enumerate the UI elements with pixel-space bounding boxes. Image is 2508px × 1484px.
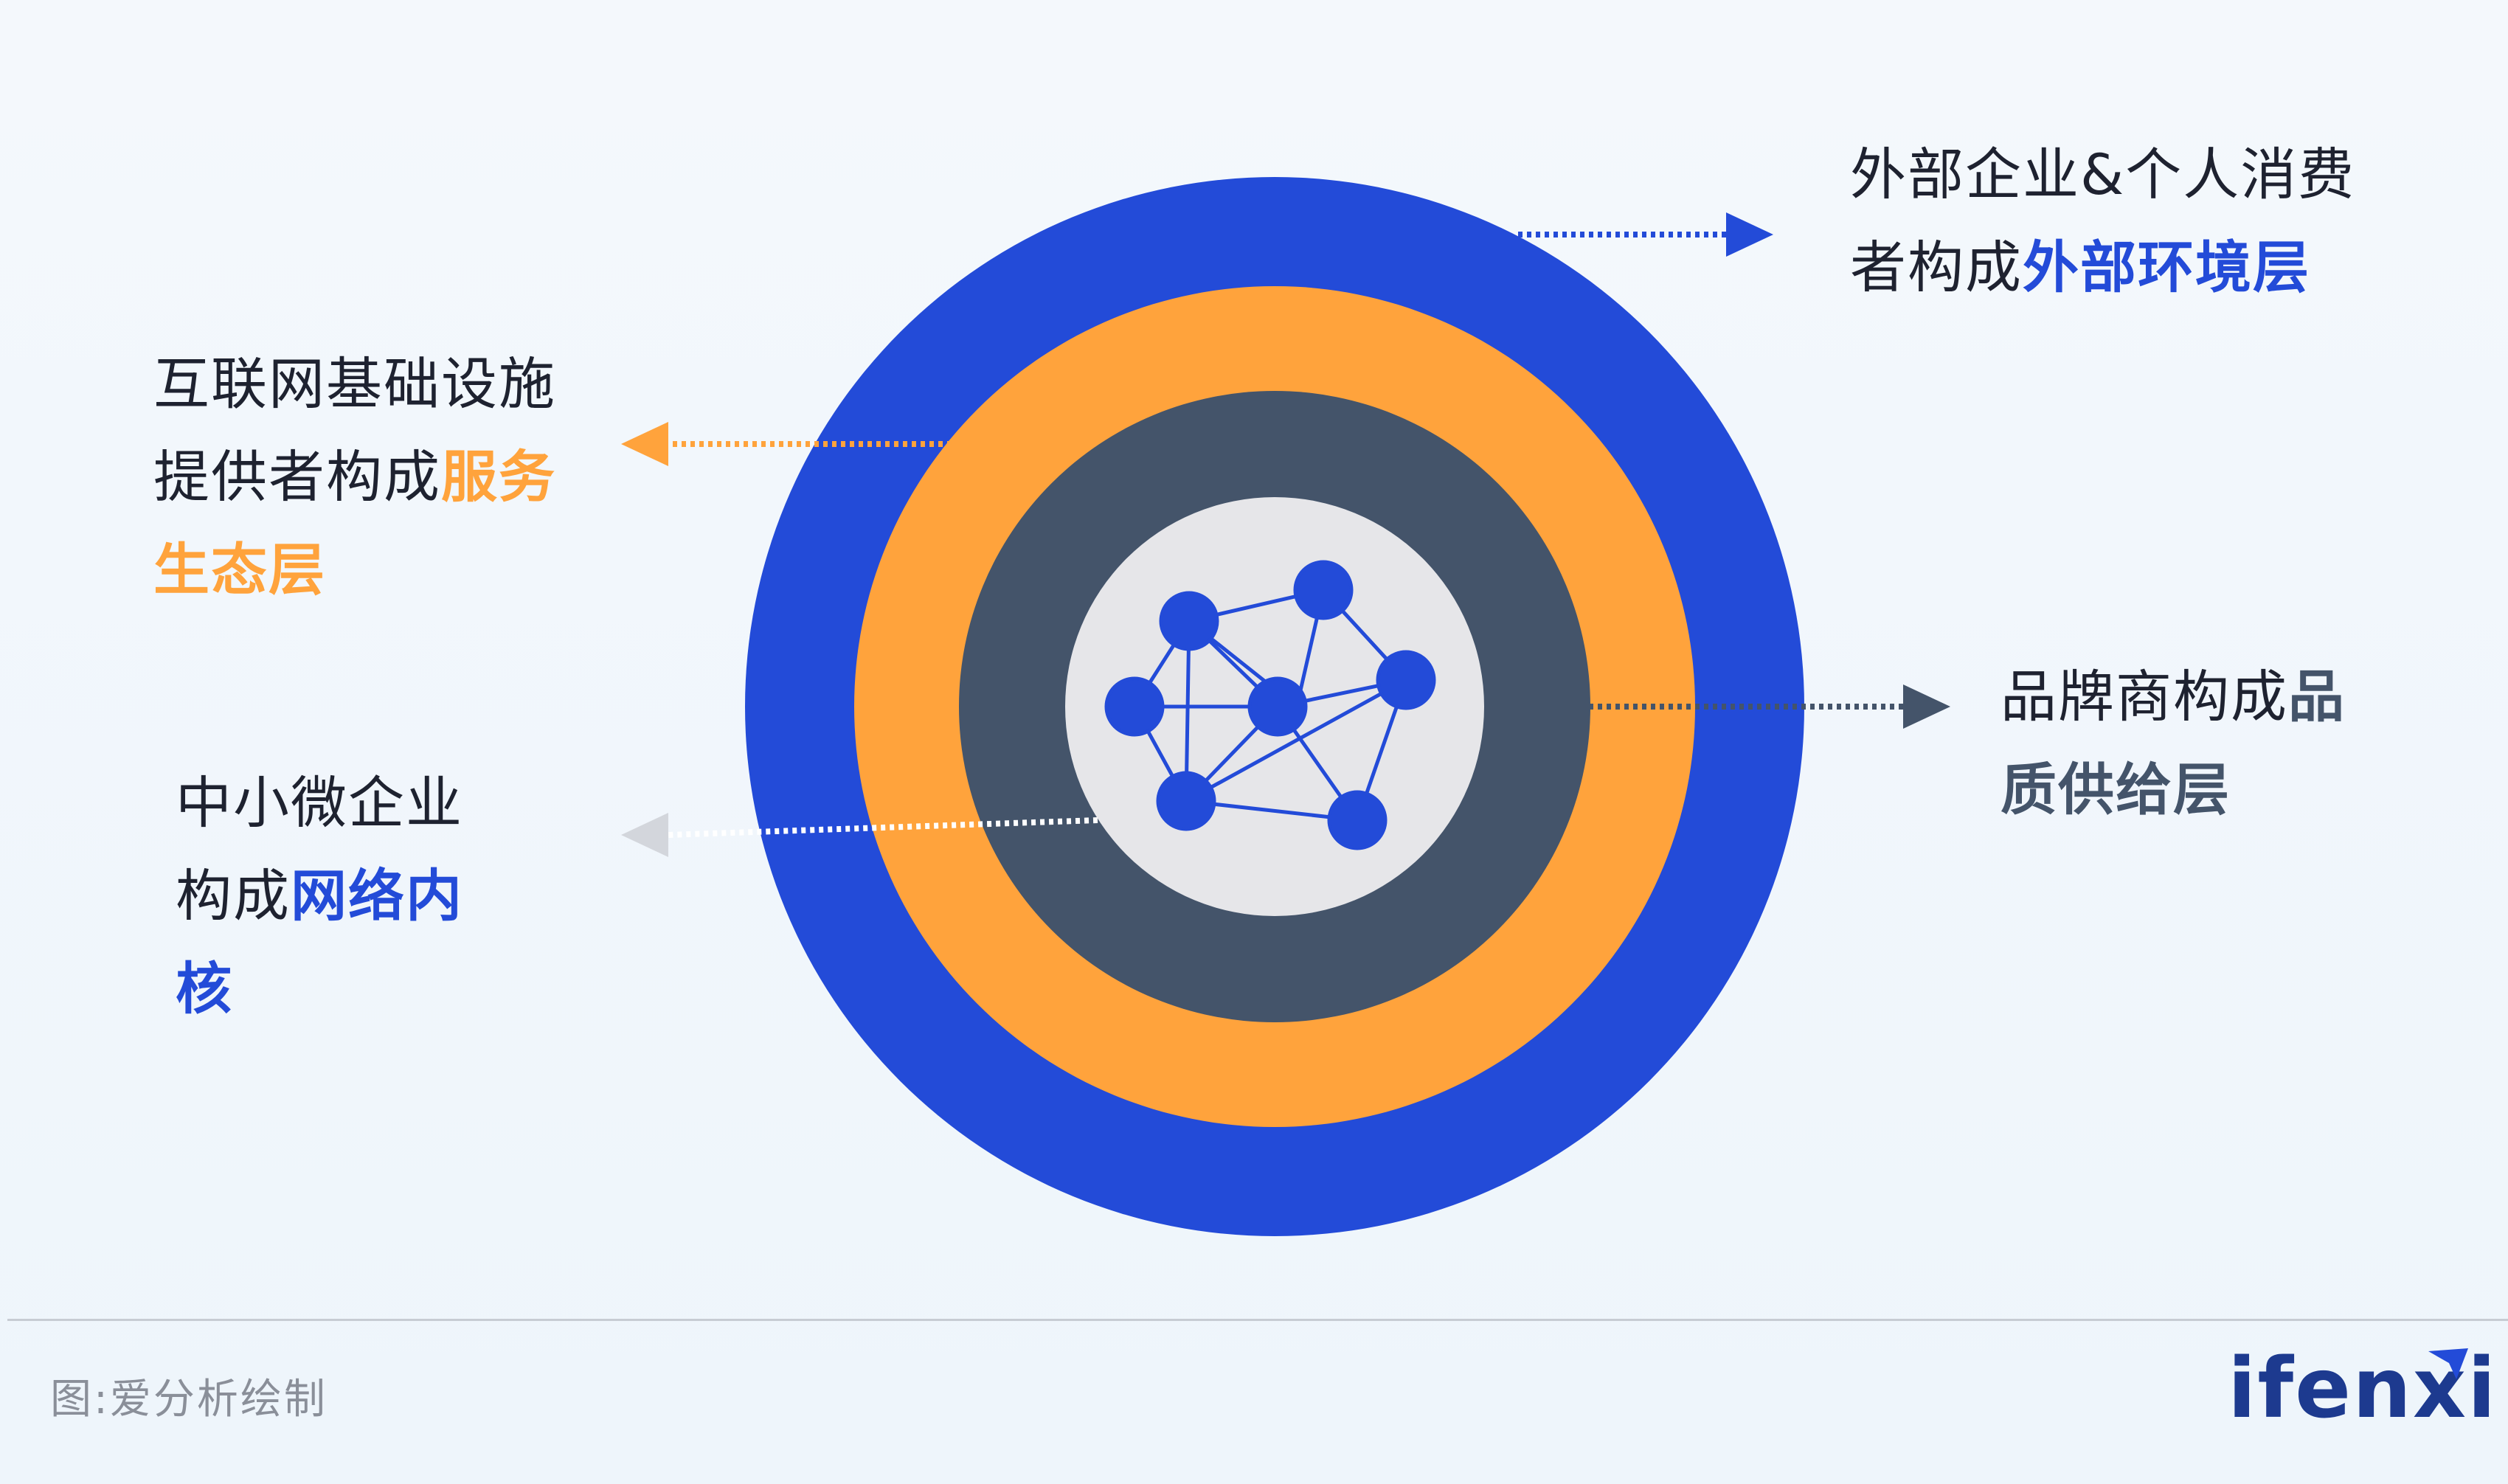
- network-node: [1104, 676, 1165, 737]
- brand-layer-name: 品质供给层: [2000, 664, 2346, 822]
- brand-layer-description: 品牌商构成: [2000, 664, 2288, 729]
- service-layer-arrow: [621, 422, 952, 466]
- network-node: [1159, 591, 1219, 651]
- source-credit: 图:爱分析绘制: [50, 1376, 328, 1424]
- footer-divider: [7, 1319, 2508, 1321]
- network-graph-icon: [1104, 560, 1436, 850]
- quality-supply-layer-label: 品牌商构成品质供给层: [2000, 651, 2384, 836]
- logo-accent-icon: [2428, 1348, 2468, 1379]
- core-layer-arrow: [621, 813, 1098, 857]
- service-layer-name: 服务生态层: [153, 444, 556, 603]
- network-node: [1247, 676, 1308, 737]
- brand-layer-arrow: [1589, 684, 1950, 729]
- outer-layer-name: 外部环境层: [2023, 235, 2310, 300]
- network-node: [1156, 771, 1216, 831]
- service-ecology-layer-label: 互联网基础设施提供者构成服务生态层: [153, 338, 596, 617]
- outer-layer-description: 外部企业&个人消费者构成: [1850, 142, 2356, 300]
- network-node: [1293, 560, 1354, 620]
- network-core-layer-label: 中小微企业构成网络内核: [176, 757, 500, 1036]
- service-layer-description: 互联网基础设施提供者构成: [153, 351, 556, 510]
- core-layer-description: 中小微企业构成: [176, 770, 463, 929]
- network-node: [1327, 790, 1388, 850]
- outer-environment-layer-label: 外部企业&个人消费者构成外部环境层: [1850, 128, 2366, 314]
- outer-layer-arrow: [1518, 212, 1773, 257]
- network-node: [1376, 650, 1436, 710]
- core-layer-name: 网络内核: [176, 863, 463, 1022]
